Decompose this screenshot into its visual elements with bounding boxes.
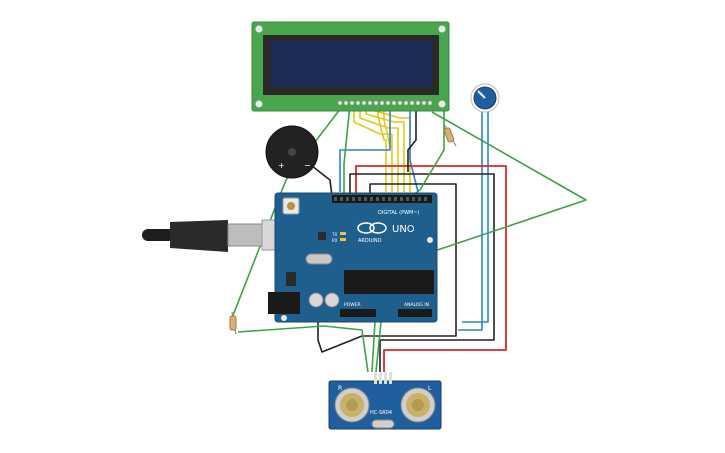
rx-led xyxy=(340,238,346,241)
digital-header-label: DIGITAL (PWM~) xyxy=(378,210,420,216)
rx-label: RX xyxy=(332,238,338,243)
potentiometer[interactable] xyxy=(470,83,500,113)
arduino-uno-board[interactable]: DIGITAL (PWM~) UNO ARDUINO TX RX POWER A… xyxy=(268,192,438,323)
mount-hole xyxy=(438,25,446,33)
analog-header xyxy=(398,309,432,317)
resistor[interactable] xyxy=(229,311,237,335)
capacitor xyxy=(324,292,340,308)
digital-pins xyxy=(334,197,427,201)
transducer-right xyxy=(400,387,436,423)
mount-hole xyxy=(427,237,433,243)
mount-hole xyxy=(255,100,263,108)
sensor-left-label: R xyxy=(338,385,342,392)
lcd-display[interactable] xyxy=(251,21,450,112)
crystal xyxy=(305,253,333,265)
power-jack xyxy=(268,292,300,314)
sensor-model-label: HC-SR04 xyxy=(370,410,392,416)
lcd-screen xyxy=(271,41,432,87)
usb-chip xyxy=(318,232,326,240)
lcd-pins xyxy=(337,100,433,106)
mount-hole xyxy=(255,25,263,33)
ultrasonic-sensor[interactable]: R L HC-SR04 xyxy=(328,372,442,430)
transducer-left xyxy=(334,387,370,423)
board-model: UNO xyxy=(392,224,415,235)
sensor-crystal xyxy=(371,419,395,429)
buzzer-plus-label: + xyxy=(278,161,285,170)
mount-hole xyxy=(438,100,446,108)
sensor-pins xyxy=(374,372,392,384)
power-wires xyxy=(355,165,507,372)
power-header xyxy=(340,309,376,317)
piezo-buzzer[interactable]: + − xyxy=(265,125,319,179)
regulator xyxy=(286,272,296,286)
lcd-data-wires xyxy=(353,104,411,192)
sensor-right-label: L xyxy=(428,385,432,392)
resistor[interactable] xyxy=(443,123,457,147)
tx-led xyxy=(340,232,346,235)
analog-header-label: ANALOG IN xyxy=(404,302,429,308)
buzzer-minus-label: − xyxy=(304,161,311,170)
capacitor xyxy=(308,292,324,308)
board-brand: ARDUINO xyxy=(358,238,382,244)
microcontroller-chip xyxy=(344,270,434,294)
pot-indicator xyxy=(477,90,486,99)
blue-wires xyxy=(339,104,489,331)
mount-hole xyxy=(281,315,287,321)
reset-button[interactable] xyxy=(282,197,300,215)
tx-label: TX xyxy=(331,232,337,237)
arduino-logo xyxy=(357,222,387,234)
power-header-label: POWER xyxy=(344,302,361,308)
